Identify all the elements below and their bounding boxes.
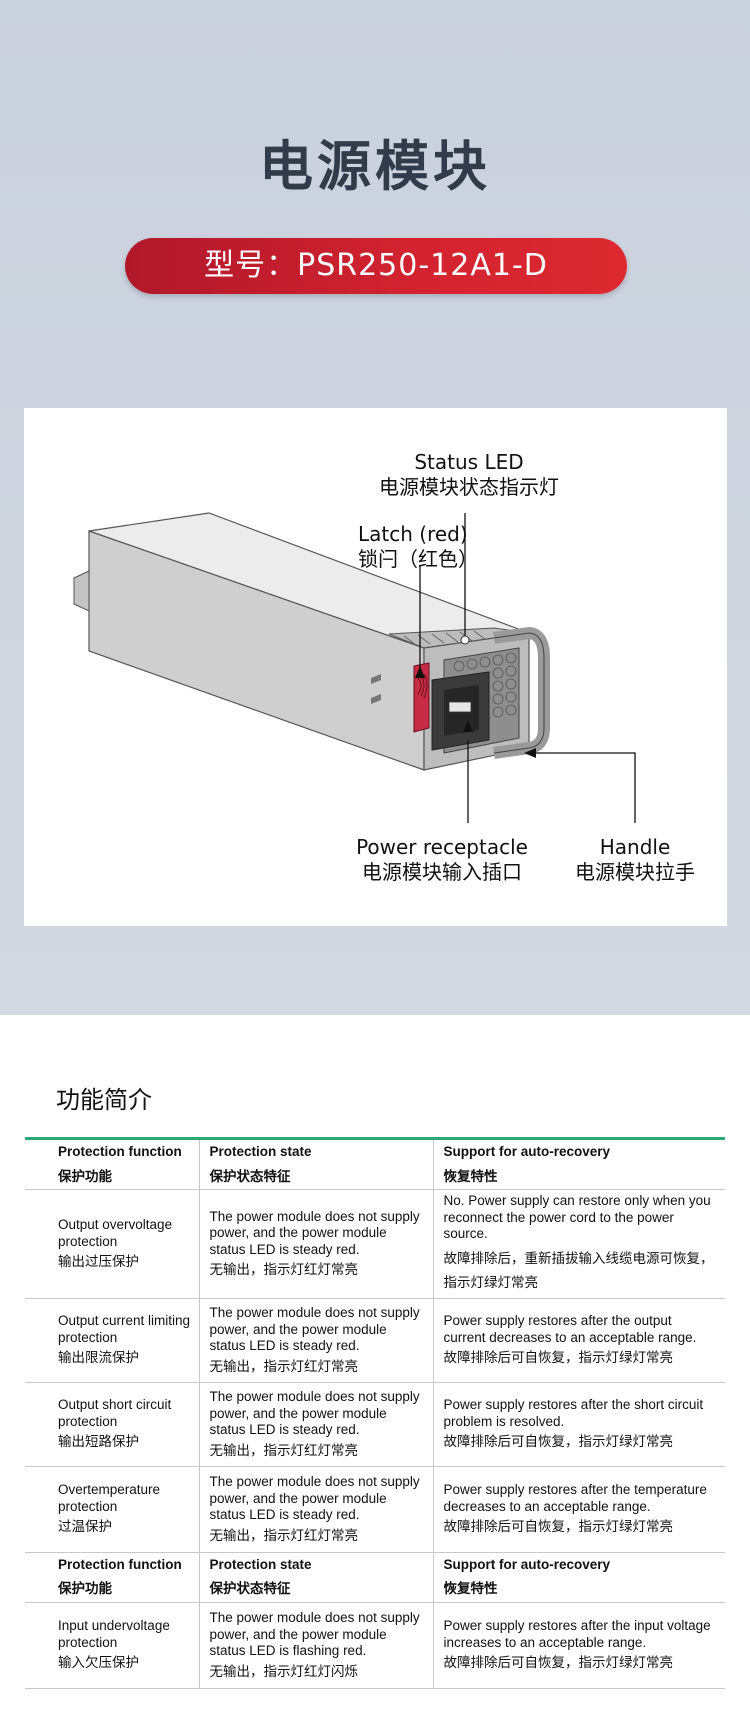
- row-recovery: Power supply restores after the input vo…: [432, 1601, 725, 1689]
- table-row: Output short circuit protection 输出短路保护 T…: [25, 1381, 725, 1467]
- table-row: Input undervoltage protection 输入欠压保护 The…: [25, 1601, 725, 1689]
- table-header-row: Protection function 保护功能 Protection stat…: [25, 1138, 725, 1190]
- power-receptacle-label: Power receptacle 电源模块输入插口: [356, 835, 528, 884]
- table-row: Output current limiting protection 输出限流保…: [25, 1297, 725, 1383]
- row-state: The power module does not supply power, …: [198, 1381, 434, 1467]
- row-function: Input undervoltage protection 输入欠压保护: [25, 1601, 200, 1689]
- page-title: 电源模块: [259, 135, 491, 198]
- latch-label: Latch (red) 锁闩（红色）: [358, 522, 478, 571]
- header-auto-recovery: Support for auto-recovery 恢复特性: [432, 1138, 725, 1190]
- row-recovery: No. Power supply can restore only when y…: [432, 1189, 725, 1299]
- row-function: Output short circuit protection 输出短路保护: [25, 1381, 200, 1467]
- model-badge: 型号：PSR250-12A1-D: [125, 238, 627, 294]
- handle-label: Handle 电源模块拉手: [575, 835, 695, 884]
- header-auto-recovery: Support for auto-recovery 恢复特性: [432, 1551, 725, 1603]
- protection-table: Protection function 保护功能 Protection stat…: [25, 1137, 725, 1689]
- section-title: 功能简介: [56, 1086, 152, 1114]
- row-function: Overtemperature protection 过温保护: [25, 1465, 200, 1553]
- row-state: The power module does not supply power, …: [198, 1601, 434, 1689]
- header-protection-function: Protection function 保护功能: [25, 1138, 200, 1190]
- row-function: Output overvoltage protection 输出过压保护: [25, 1189, 200, 1299]
- row-state: The power module does not supply power, …: [198, 1465, 434, 1553]
- hero-banner: 电源模块 型号：PSR250-12A1-D: [0, 0, 750, 1015]
- status-led-label: Status LED 电源模块状态指示灯: [379, 450, 559, 499]
- row-function: Output current limiting protection 输出限流保…: [25, 1297, 200, 1383]
- table-header-row: Protection function 保护功能 Protection stat…: [25, 1551, 725, 1603]
- row-state: The power module does not supply power, …: [198, 1297, 434, 1383]
- header-protection-state: Protection state 保护状态特征: [198, 1138, 434, 1190]
- header-protection-state: Protection state 保护状态特征: [198, 1551, 434, 1603]
- header-protection-function: Protection function 保护功能: [25, 1551, 200, 1603]
- table-row: Output overvoltage protection 输出过压保护 The…: [25, 1189, 725, 1299]
- row-recovery: Power supply restores after the temperat…: [432, 1465, 725, 1553]
- product-diagram: Status LED 电源模块状态指示灯 Latch (red) 锁闩（红色） …: [24, 408, 727, 926]
- power-module-illustration: [73, 512, 636, 823]
- row-state: The power module does not supply power, …: [198, 1189, 434, 1299]
- row-recovery: Power supply restores after the short ci…: [432, 1381, 725, 1467]
- row-recovery: Power supply restores after the output c…: [432, 1297, 725, 1383]
- table-row: Overtemperature protection 过温保护 The powe…: [25, 1465, 725, 1553]
